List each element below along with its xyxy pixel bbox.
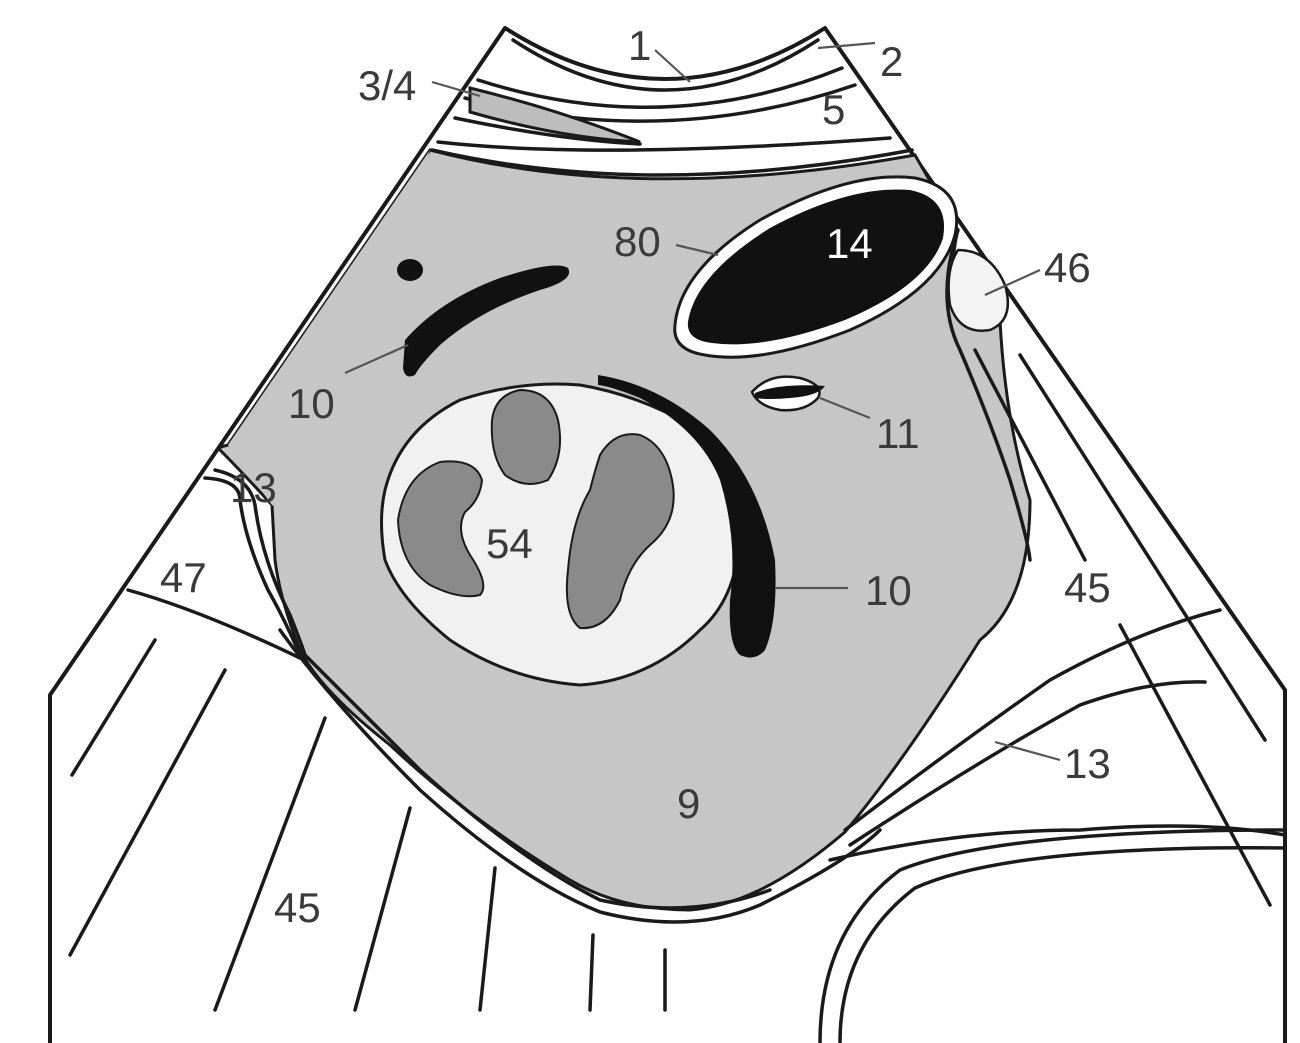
skin-layer-1 <box>513 40 818 90</box>
label-13-right: 13 <box>1064 740 1111 787</box>
muscle-45-left-line-1 <box>72 640 155 775</box>
label-10-right: 10 <box>865 567 912 614</box>
muscle-45-right-line-2 <box>1020 355 1265 740</box>
label-1: 1 <box>628 22 651 69</box>
label-5: 5 <box>822 86 845 133</box>
round-structure-outer <box>820 830 1285 1043</box>
structure-5-lower-border <box>438 138 890 150</box>
label-3-4: 3/4 <box>358 62 416 109</box>
skin-layer-2 <box>478 68 842 107</box>
muscle-45-left-line-5 <box>480 868 495 1010</box>
leader-2 <box>818 43 875 48</box>
label-13-left: 13 <box>230 464 277 511</box>
label-14: 14 <box>826 220 873 267</box>
structure-3-4 <box>470 88 640 142</box>
round-structure-inner <box>840 848 1285 1043</box>
label-2: 2 <box>880 38 903 85</box>
label-10-left: 10 <box>288 380 335 427</box>
muscle-45-left-line-6 <box>590 935 593 1010</box>
label-45-left: 45 <box>274 884 321 931</box>
leader-13-right <box>995 742 1060 760</box>
label-54: 54 <box>486 520 533 567</box>
label-80: 80 <box>614 218 661 265</box>
label-11: 11 <box>876 410 920 457</box>
label-47: 47 <box>160 554 207 601</box>
label-45-right: 45 <box>1064 564 1111 611</box>
small-dark-dot <box>397 259 423 281</box>
muscle-45-left-line-3 <box>215 718 325 1010</box>
structure-46 <box>949 250 1008 331</box>
label-9: 9 <box>677 780 700 827</box>
muscle-45-left-line-2 <box>70 670 225 955</box>
muscle-45-left-line-4 <box>355 808 410 1010</box>
organ-54-part-top <box>492 390 560 484</box>
muscle-45-right-line-3 <box>1120 625 1270 905</box>
label-46: 46 <box>1044 244 1091 291</box>
